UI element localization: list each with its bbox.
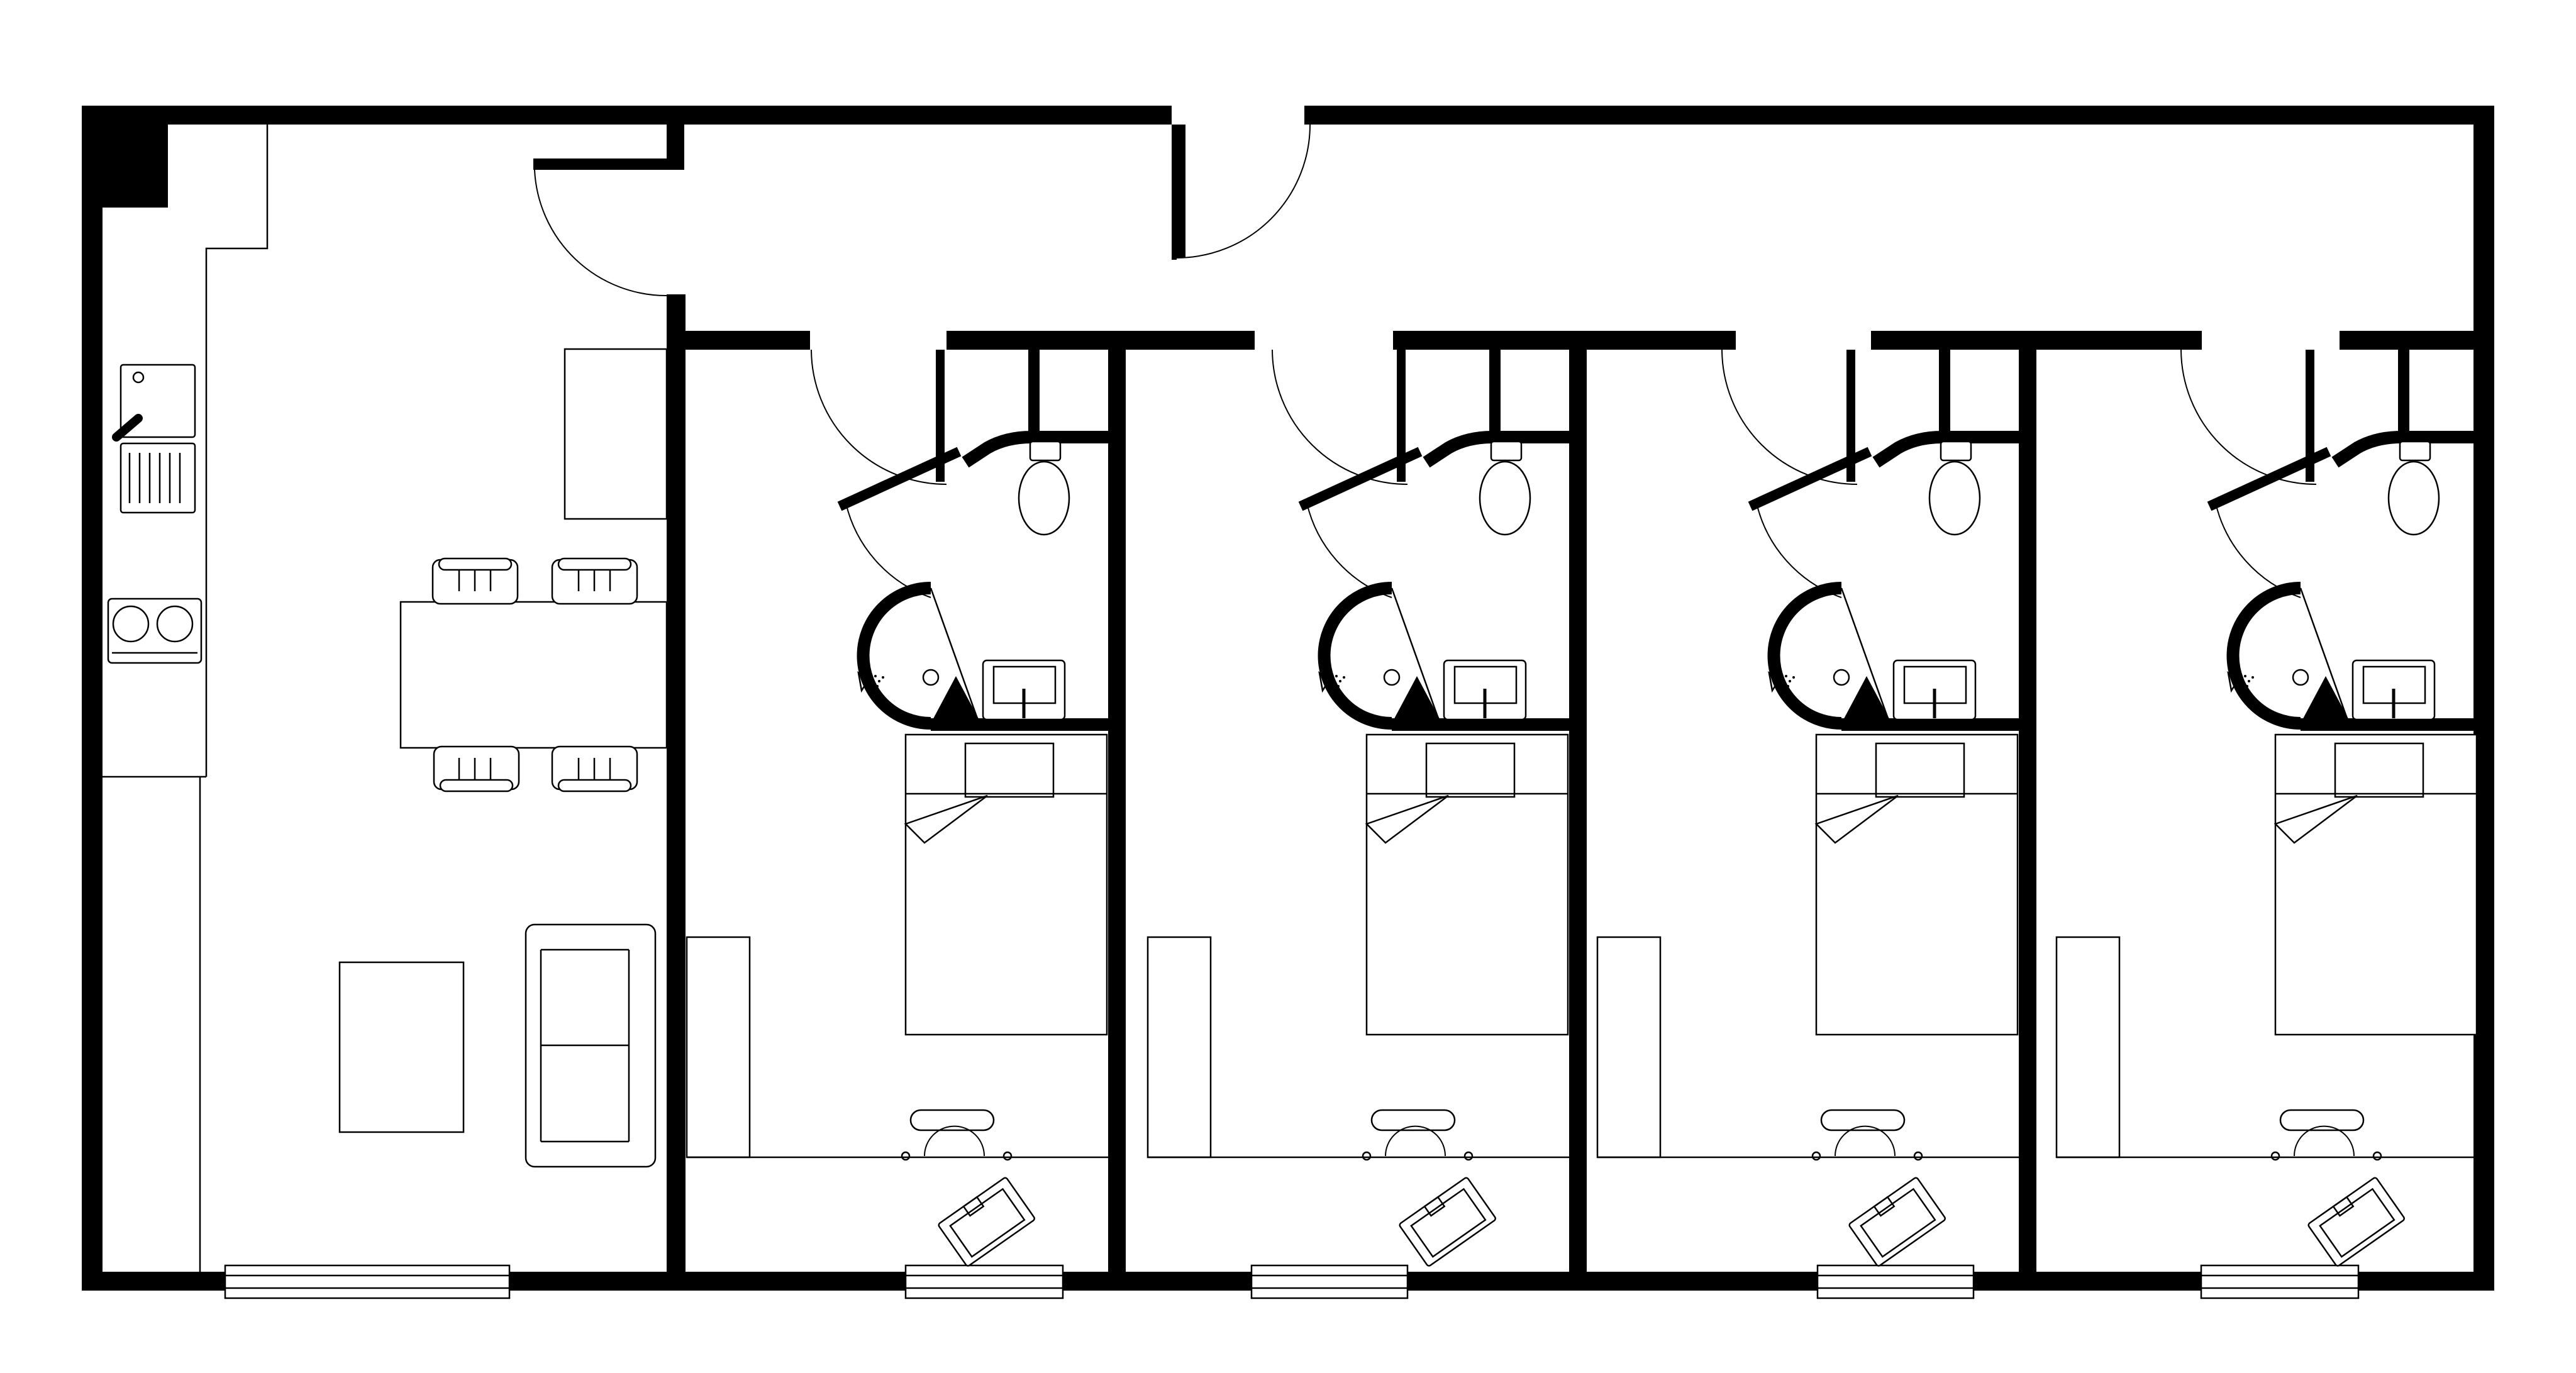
bedroom-4	[2057, 350, 2483, 1267]
sofa	[525, 923, 657, 1168]
kitchen-sink	[112, 364, 196, 514]
window	[224, 1264, 511, 1299]
corner-column	[103, 125, 168, 208]
sideboard	[564, 348, 668, 520]
window	[904, 1264, 1064, 1299]
entrance-door	[1172, 124, 1311, 260]
bedroom-3	[1597, 350, 2024, 1267]
exterior-walls	[82, 106, 2494, 1291]
window	[1250, 1264, 1409, 1299]
bedroom-2	[1148, 350, 1574, 1267]
windows	[224, 1264, 2360, 1299]
chair	[551, 745, 638, 792]
lounge-door	[534, 169, 667, 297]
interior-walls	[533, 125, 2473, 1272]
kitchen	[103, 125, 269, 1272]
chair	[551, 557, 638, 605]
chair	[431, 557, 519, 605]
dining-table	[399, 601, 668, 749]
chair	[433, 745, 520, 792]
rug	[338, 961, 465, 1133]
lounge-furniture	[338, 348, 668, 1168]
faucet-icon	[112, 414, 143, 442]
bedroom-1	[687, 350, 1113, 1267]
window	[1816, 1264, 1975, 1299]
hob	[107, 598, 203, 664]
window	[2200, 1264, 2360, 1299]
